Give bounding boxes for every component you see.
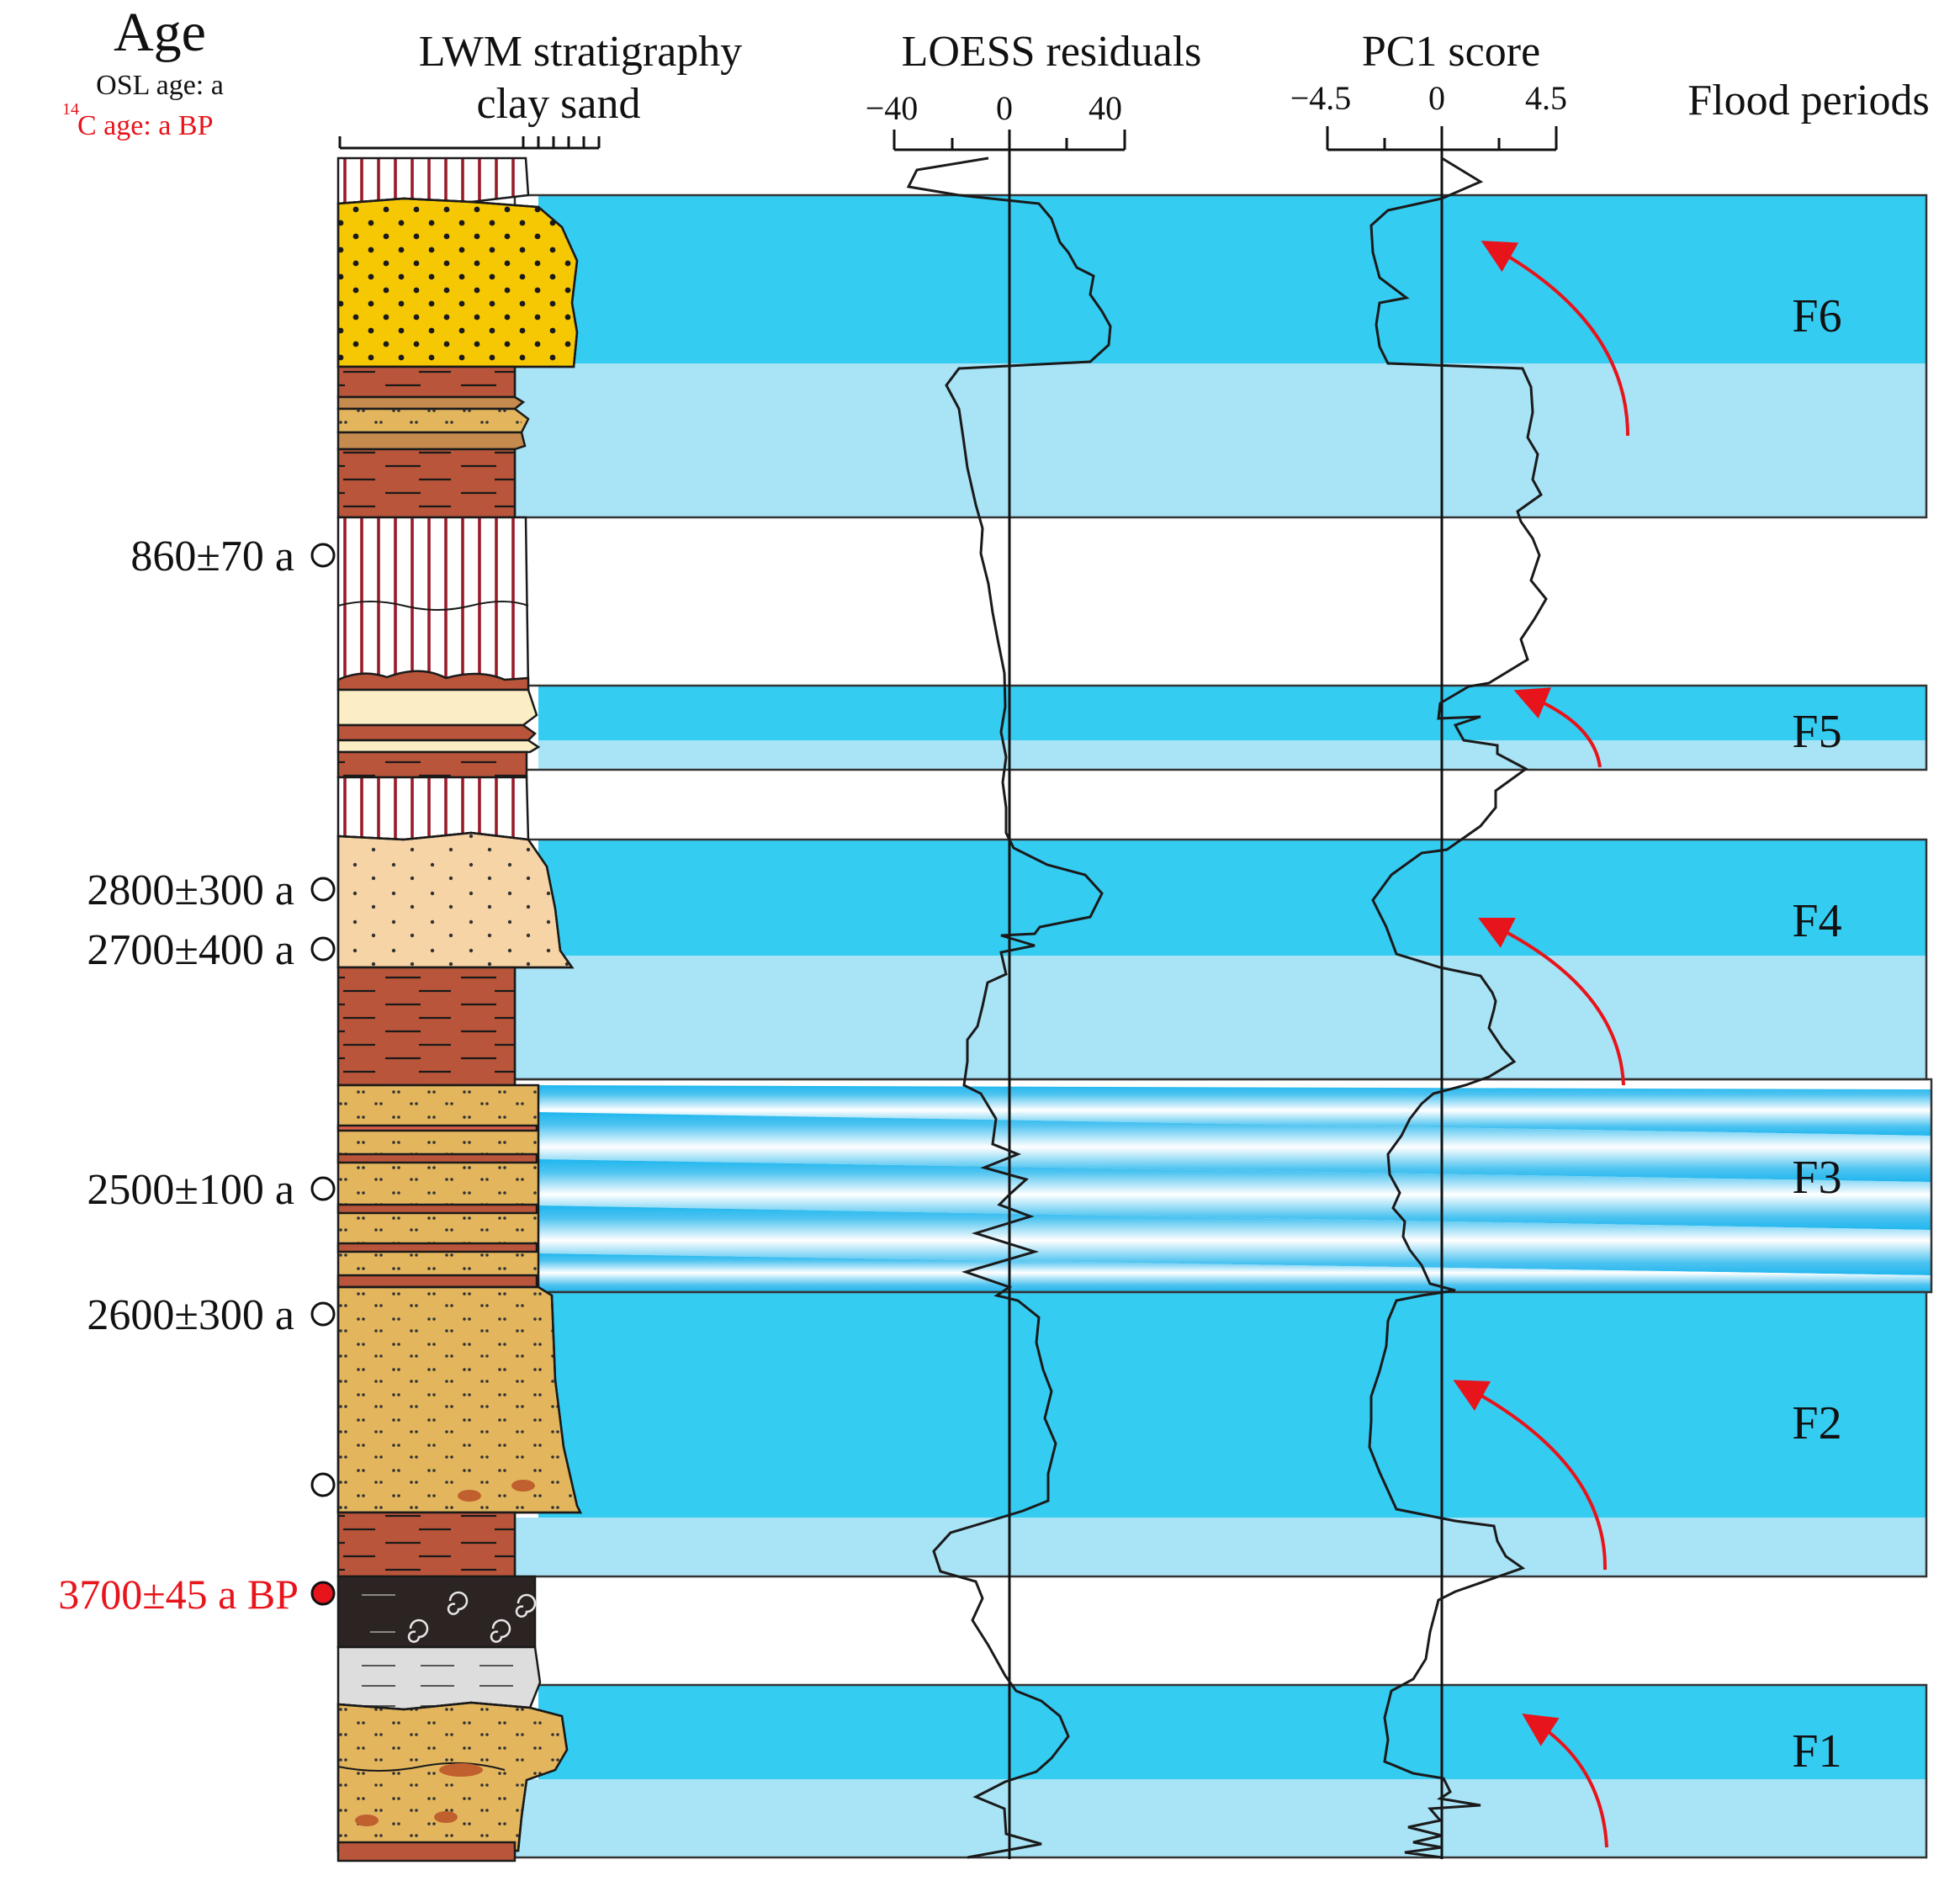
band-f6-light <box>515 363 1926 517</box>
age-marker-3 <box>310 936 336 962</box>
band-f2-light <box>515 1518 1926 1576</box>
age-sub-osl: OSL age: a <box>96 70 224 101</box>
age-markers <box>310 543 336 1606</box>
loess-residual-curve <box>906 156 1112 1859</box>
age-label-2800: 2800±300 a <box>87 866 294 914</box>
age-marker-2 <box>310 877 336 902</box>
age-label-2700: 2700±400 a <box>87 926 294 974</box>
arrow-f1 <box>1522 1713 1608 1848</box>
band-f4-light <box>515 956 1926 1079</box>
band-f2-dark <box>538 1292 1926 1518</box>
layer-cream-f5 <box>336 688 538 727</box>
pc1-tick-neg: −4.5 <box>1290 79 1352 117</box>
flood-label-f4: F4 <box>1792 895 1841 947</box>
age-marker-6 <box>310 1472 336 1497</box>
age-marker-1 <box>310 543 336 568</box>
age-sub-c14: C age: a BP <box>77 110 213 141</box>
flood-bands <box>513 193 1933 1859</box>
flood-label-f2: F2 <box>1792 1397 1841 1449</box>
flood-label-f5: F5 <box>1792 706 1841 758</box>
pc1-tick-zero: 0 <box>1428 79 1445 117</box>
loess-axis <box>893 130 1126 1859</box>
band-f6-dark <box>538 195 1926 363</box>
arrow-f4 <box>1478 918 1625 1086</box>
loess-tick-zero: 0 <box>996 89 1013 127</box>
layer-dark-organic <box>336 1575 537 1649</box>
band-f5-dark <box>538 686 1926 740</box>
age-label-860: 860±70 a <box>130 533 294 580</box>
layer-red-base <box>336 1841 516 1862</box>
arrow-f2 <box>1453 1380 1608 1571</box>
age-sub-c14-sup: 14 <box>62 100 79 119</box>
loess-tick-neg: −40 <box>866 89 919 127</box>
age-label-2600: 2600±300 a <box>87 1291 294 1339</box>
age-marker-5 <box>310 1301 336 1327</box>
age-label-3700: 3700±45 a BP <box>58 1571 299 1618</box>
pc1-score-curve <box>1368 156 1548 1859</box>
stratigraphy-column <box>336 156 583 1862</box>
band-f3 <box>513 1078 1933 1294</box>
band-f5-light <box>538 740 1926 770</box>
loess-tick-pos: 40 <box>1089 89 1122 127</box>
band-f1-light <box>515 1779 1926 1857</box>
arrow-f5 <box>1513 687 1602 768</box>
stratigraphy-title: LWM stratigraphy <box>419 28 743 76</box>
age-marker-4 <box>310 1176 336 1201</box>
pc1-axis <box>1326 126 1558 1859</box>
age-title: Age <box>114 2 206 63</box>
layer-tan-lens-3 <box>336 431 527 451</box>
flood-periods-title: Flood periods <box>1687 77 1929 125</box>
trend-arrows <box>1453 241 1629 1848</box>
band-f1-dark <box>538 1685 1926 1779</box>
loess-title: LOESS residuals <box>902 28 1202 76</box>
age-marker-7 <box>310 1581 336 1606</box>
arrow-f6 <box>1481 241 1629 437</box>
flood-label-f6: F6 <box>1792 290 1841 342</box>
band-f4-dark <box>538 840 1926 956</box>
layer-soil-top <box>336 156 530 205</box>
pc1-title: PC1 score <box>1362 28 1540 76</box>
layer-tan-lens-1 <box>336 395 526 411</box>
layer-soil-860 <box>336 516 530 691</box>
stratigraphy-scale <box>338 136 601 150</box>
age-label-2500: 2500±100 a <box>87 1166 294 1214</box>
stratigraphy-subtitle: clay sand <box>477 80 641 128</box>
flood-label-f3: F3 <box>1792 1152 1841 1204</box>
layer-soil-f4 <box>336 776 530 841</box>
flood-label-f1: F1 <box>1792 1725 1841 1778</box>
layer-gray <box>336 1645 542 1711</box>
pc1-tick-pos: 4.5 <box>1525 79 1567 117</box>
